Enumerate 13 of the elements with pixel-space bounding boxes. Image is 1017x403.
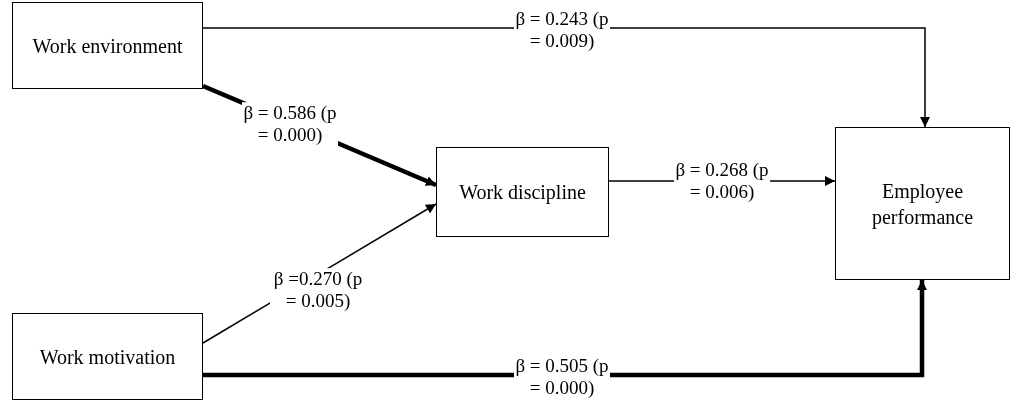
arrow	[202, 27, 930, 128]
variable-box	[12, 313, 203, 400]
variable-name: Work environment	[31, 33, 184, 59]
edge-label: β = 0.505 (p = 0.000)	[514, 355, 610, 399]
variable-box	[12, 2, 203, 89]
edge-label: β = 0.586 (p = 0.000)	[242, 102, 338, 146]
variable-name: Employee performance	[870, 178, 974, 230]
variable-name: Work motivation	[38, 344, 177, 370]
edge-label: β = 0.268 (p = 0.006)	[674, 159, 770, 203]
edge-label: β = 0.243 (p = 0.009)	[514, 8, 610, 52]
variable-box	[835, 127, 1010, 280]
variable-name: Work discipline	[458, 180, 587, 205]
variable-box	[436, 147, 609, 237]
